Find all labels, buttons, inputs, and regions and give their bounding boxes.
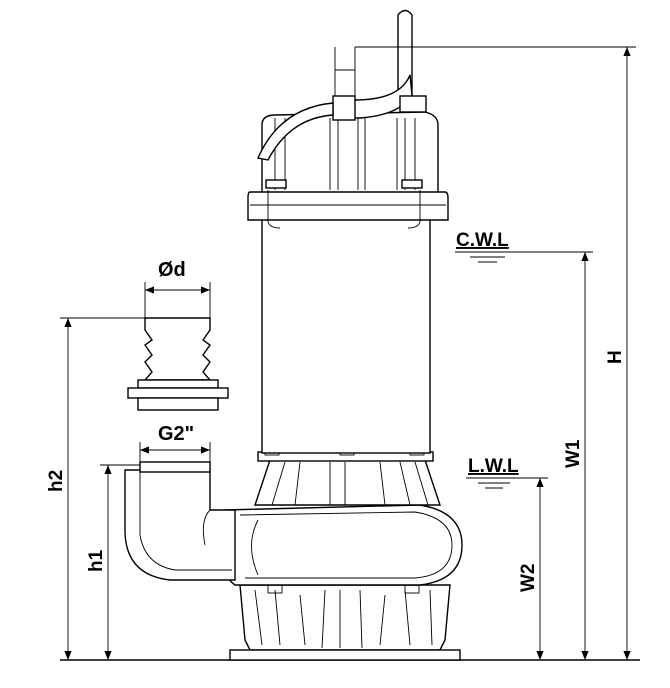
hose-barb-fitting (127, 317, 229, 411)
cwl-label: C.W.L (456, 230, 509, 251)
pump-volute (219, 504, 463, 586)
h1-label: h1 (86, 549, 107, 572)
motor-top-cover (247, 111, 449, 229)
w2-label: W2 (518, 564, 539, 593)
thread-label: G2" (158, 423, 194, 445)
discharge-elbow (124, 461, 236, 581)
diameter-label: Ød (158, 259, 186, 281)
pump-base (229, 584, 461, 661)
lwl-label: L.W.L (468, 456, 519, 477)
motor-housing (261, 214, 431, 454)
pump-handle (257, 9, 427, 161)
h2-label: h2 (46, 470, 67, 492)
pump-lower-frame (254, 448, 441, 506)
w1-label: W1 (563, 439, 584, 468)
overall-height-label: H (605, 350, 626, 364)
